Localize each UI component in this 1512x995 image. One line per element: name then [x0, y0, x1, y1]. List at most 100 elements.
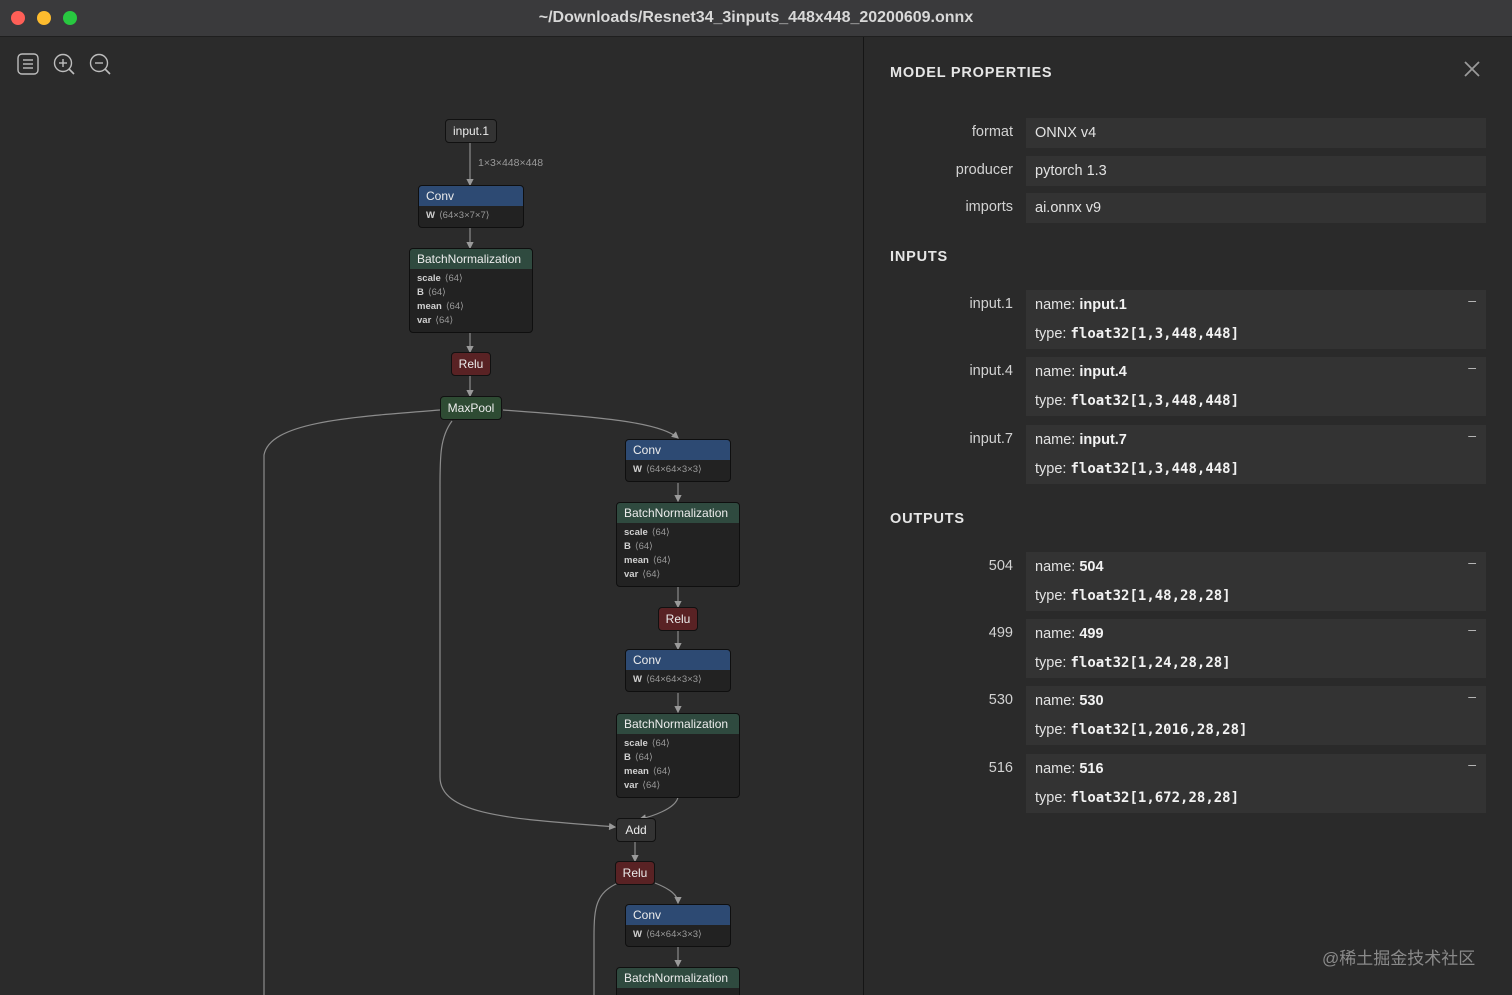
imports-label: imports — [965, 199, 1013, 215]
attr-name: var — [624, 569, 639, 580]
batchnorm-node[interactable]: BatchNormalization scale⟨64⟩ B⟨64⟩ mean⟨… — [616, 502, 740, 587]
input-name-line: name: input.7 — [1035, 432, 1127, 448]
inputs-section-title: INPUTS — [890, 249, 948, 265]
input-item[interactable]: name: input.4 type: float32[1,3,448,448]… — [1026, 357, 1486, 416]
output-label: 504 — [988, 558, 1013, 574]
node-op: BatchNormalization — [617, 968, 739, 988]
batchnorm-node[interactable]: BatchNormalization scale⟨64⟩ B⟨64⟩ mean⟨… — [616, 713, 740, 798]
type-prefix: type: — [1035, 588, 1071, 604]
attr-name: scale — [417, 273, 441, 284]
node-op: BatchNormalization — [410, 249, 532, 269]
attr-value: ⟨64⟩ — [651, 527, 670, 538]
attr-name: W — [426, 210, 435, 221]
node-attrs: scale⟨64⟩ B⟨64⟩ mean⟨64⟩ var⟨64⟩ — [617, 523, 739, 586]
output-type: float32[1,24,28,28] — [1070, 655, 1231, 671]
node-attrs: W⟨64×64×3×3⟩ — [626, 670, 730, 691]
output-item[interactable]: name: 516 type: float32[1,672,28,28] – — [1026, 754, 1486, 813]
collapse-toggle[interactable]: – — [1468, 359, 1476, 375]
output-type-line: type: float32[1,2016,28,28] — [1035, 722, 1247, 738]
collapse-toggle[interactable]: – — [1468, 292, 1476, 308]
attr-name: mean — [417, 301, 442, 312]
node-op: Conv — [626, 650, 730, 670]
maximize-window-button[interactable] — [63, 11, 77, 25]
name-prefix: name: — [1035, 761, 1080, 777]
output-name-line: name: 499 — [1035, 626, 1104, 642]
output-label: 530 — [988, 692, 1013, 708]
title-bar: ~/Downloads/Resnet34_3inputs_448x448_202… — [0, 0, 1512, 37]
output-type: float32[1,48,28,28] — [1070, 588, 1231, 604]
batchnorm-node[interactable]: BatchNormalization scale⟨64⟩ B⟨64⟩ mean⟨… — [409, 248, 533, 333]
sidebar-list-icon[interactable] — [17, 53, 39, 75]
edge-shape-label: 1×3×448×448 — [478, 157, 544, 169]
output-item[interactable]: name: 530 type: float32[1,2016,28,28] – — [1026, 686, 1486, 745]
output-item[interactable]: name: 504 type: float32[1,48,28,28] – — [1026, 552, 1486, 611]
input-item[interactable]: name: input.7 type: float32[1,3,448,448]… — [1026, 425, 1486, 484]
maxpool-node[interactable]: MaxPool — [440, 396, 502, 420]
node-attrs: W⟨64×64×3×3⟩ — [626, 925, 730, 946]
format-value: ONNX v4 — [1026, 118, 1486, 148]
input-name: input.4 — [1079, 364, 1127, 380]
output-name: 516 — [1079, 761, 1104, 777]
node-attrs: scale⟨64⟩ B⟨64⟩ mean⟨64⟩ var⟨64⟩ — [617, 734, 739, 797]
relu-node[interactable]: Relu — [658, 607, 698, 631]
collapse-toggle[interactable]: – — [1468, 756, 1476, 772]
zoom-out-icon[interactable] — [89, 53, 111, 75]
producer-value: pytorch 1.3 — [1026, 156, 1486, 186]
close-icon[interactable] — [1462, 59, 1482, 79]
graph-edges — [263, 142, 682, 995]
node-op: BatchNormalization — [617, 503, 739, 523]
type-prefix: type: — [1035, 461, 1071, 477]
model-properties-panel: MODEL PROPERTIES format ONNX v4 producer… — [864, 37, 1512, 995]
collapse-toggle[interactable]: – — [1468, 621, 1476, 637]
input-name: input.7 — [1079, 432, 1127, 448]
output-label: 516 — [988, 760, 1013, 776]
panel-title: MODEL PROPERTIES — [890, 65, 1053, 81]
output-type-line: type: float32[1,672,28,28] — [1035, 790, 1239, 806]
close-window-button[interactable] — [11, 11, 25, 25]
input-type: float32[1,3,448,448] — [1070, 326, 1240, 342]
output-name-line: name: 504 — [1035, 559, 1104, 575]
input-name: input.1 — [1079, 297, 1127, 313]
graph-canvas[interactable]: input.1 1×3×448×448 Conv W⟨64×3×7×7⟩ Bat… — [0, 37, 863, 995]
attr-value: ⟨64×64×3×3⟩ — [645, 674, 702, 685]
relu-node[interactable]: Relu — [615, 861, 655, 885]
attr-value: ⟨64⟩ — [651, 738, 670, 749]
minimize-window-button[interactable] — [37, 11, 51, 25]
attr-value: ⟨64⟩ — [642, 569, 661, 580]
attr-value: ⟨64⟩ — [427, 287, 446, 298]
attr-value: ⟨64×64×3×3⟩ — [645, 464, 702, 475]
attr-value: ⟨64⟩ — [445, 301, 464, 312]
type-prefix: type: — [1035, 326, 1071, 342]
output-name: 499 — [1079, 626, 1104, 642]
conv-node[interactable]: Conv W⟨64×64×3×3⟩ — [625, 439, 731, 482]
input-type: float32[1,3,448,448] — [1070, 393, 1240, 409]
output-item[interactable]: name: 499 type: float32[1,24,28,28] – — [1026, 619, 1486, 678]
window-title: ~/Downloads/Resnet34_3inputs_448x448_202… — [538, 9, 974, 26]
zoom-in-icon[interactable] — [53, 53, 75, 75]
input-item[interactable]: name: input.1 type: float32[1,3,448,448]… — [1026, 290, 1486, 349]
collapse-toggle[interactable]: – — [1468, 688, 1476, 704]
node-attrs — [617, 988, 739, 995]
collapse-toggle[interactable]: – — [1468, 427, 1476, 443]
name-prefix: name: — [1035, 297, 1080, 313]
conv-node[interactable]: Conv W⟨64×64×3×3⟩ — [625, 649, 731, 692]
attr-value: ⟨64⟩ — [642, 780, 661, 791]
node-attrs: W⟨64×64×3×3⟩ — [626, 460, 730, 481]
attr-name: var — [624, 780, 639, 791]
name-prefix: name: — [1035, 626, 1080, 642]
attr-name: mean — [624, 766, 649, 777]
add-node[interactable]: Add — [616, 818, 656, 842]
output-type: float32[1,672,28,28] — [1070, 790, 1240, 806]
attr-value: ⟨64⟩ — [444, 273, 463, 284]
conv-node[interactable]: Conv W⟨64×64×3×3⟩ — [625, 904, 731, 947]
format-label: format — [971, 124, 1013, 140]
type-prefix: type: — [1035, 790, 1071, 806]
conv-node[interactable]: Conv W⟨64×3×7×7⟩ — [418, 185, 524, 228]
producer-label: producer — [955, 162, 1013, 178]
collapse-toggle[interactable]: – — [1468, 554, 1476, 570]
relu-node[interactable]: Relu — [451, 352, 491, 376]
graph-input-node[interactable]: input.1 — [445, 119, 497, 143]
panel-divider — [863, 37, 864, 995]
batchnorm-node[interactable]: BatchNormalization — [616, 967, 740, 995]
output-name-line: name: 530 — [1035, 693, 1104, 709]
